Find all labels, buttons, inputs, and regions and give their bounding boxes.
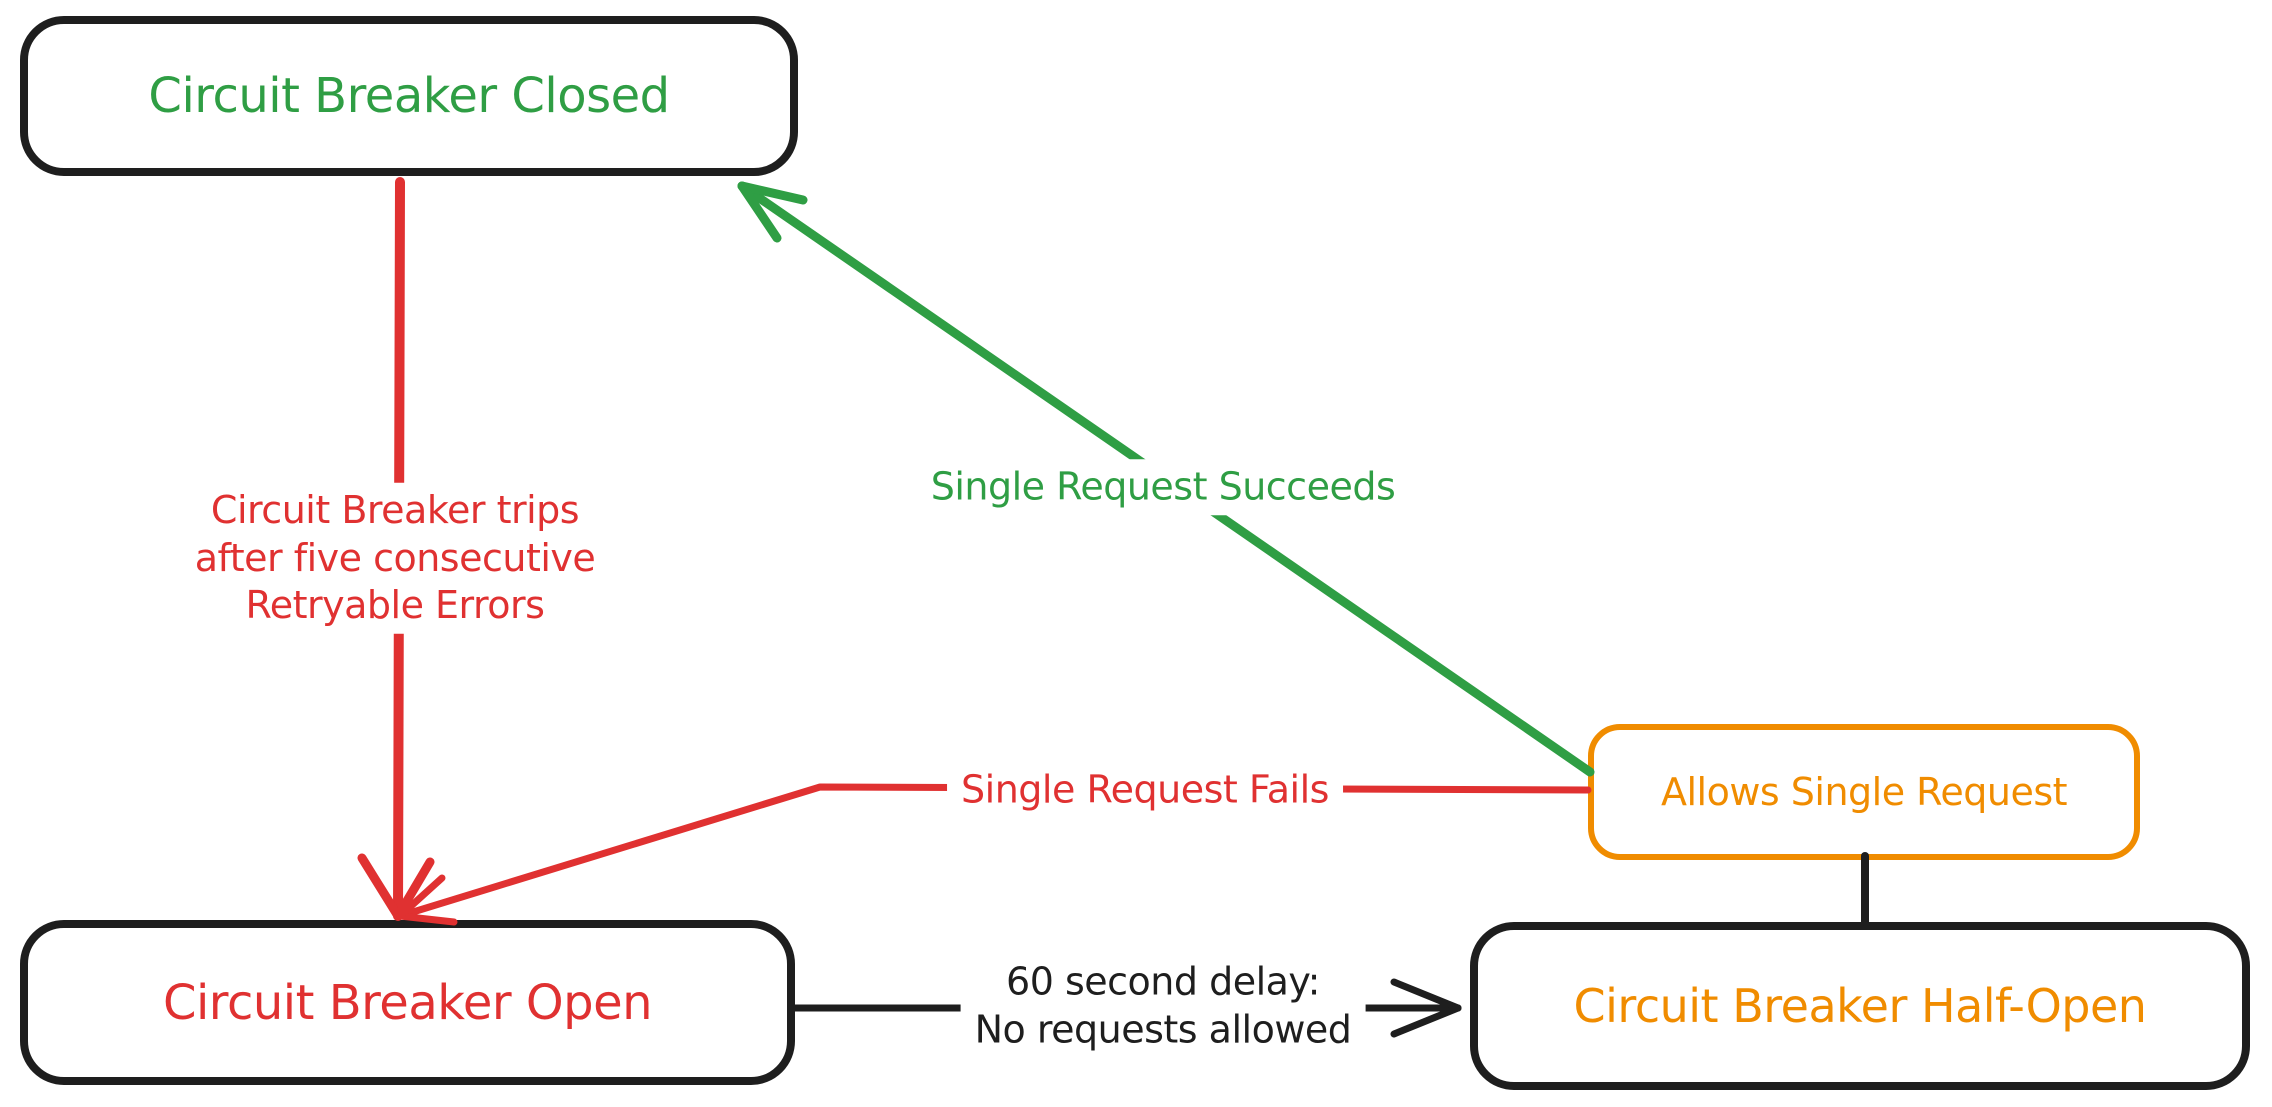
edge-label-fails: Single Request Fails	[947, 762, 1343, 818]
node-circuit-breaker-open: Circuit Breaker Open	[20, 920, 795, 1085]
node-allows-label: Allows Single Request	[1660, 770, 2068, 814]
node-allows-single-request: Allows Single Request	[1588, 724, 2140, 860]
edge-label-trip: Circuit Breaker trips after five consecu…	[180, 482, 610, 634]
node-open-label: Circuit Breaker Open	[162, 974, 653, 1031]
node-half-open-label: Circuit Breaker Half-Open	[1573, 979, 2147, 1033]
node-circuit-breaker-closed: Circuit Breaker Closed	[20, 16, 798, 176]
delay-arrowhead-icon	[1390, 978, 1462, 1012]
trip-arrowhead-icon	[357, 853, 403, 921]
node-closed-label: Circuit Breaker Closed	[148, 68, 670, 124]
edge-label-succeeds: Single Request Succeeds	[916, 459, 1410, 515]
node-circuit-breaker-half-open: Circuit Breaker Half-Open	[1470, 922, 2250, 1090]
edge-label-delay: 60 second delay: No requests allowed	[960, 954, 1366, 1058]
succeeds-arrowhead-icon	[737, 181, 808, 205]
